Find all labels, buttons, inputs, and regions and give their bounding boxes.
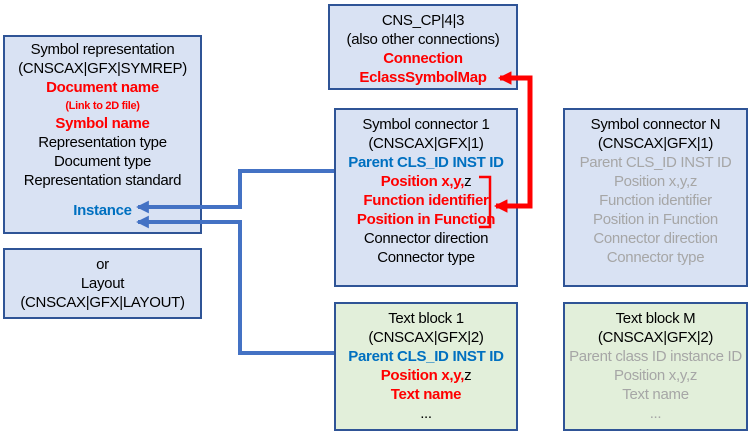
field-text: Function identifier (363, 192, 489, 209)
box-text-block-m: Text block M (CNSCAX|GFX|2) Parent class I… (563, 302, 748, 431)
field-text: Text block 1 (388, 310, 464, 327)
field-text: Connector direction (363, 230, 489, 247)
field-line: Position x,y,z (336, 366, 516, 385)
field-text: (CNSCAX|GFX|2) (597, 329, 714, 346)
field-line: Text name (565, 385, 746, 404)
field-text: Connector type (606, 249, 705, 266)
field-text: Position x,y, (380, 367, 465, 384)
field-line: Symbol name (5, 114, 200, 133)
field-line: Position x,y,z (565, 172, 746, 191)
box-symbol-connector-1: Symbol connector 1 (CNSCAX|GFX|1) Parent C… (334, 108, 518, 287)
field-line: Text block 1 (336, 309, 516, 328)
field-text: Symbol connector 1 (362, 116, 490, 133)
field-line: Parent CLS_ID INST ID (565, 153, 746, 172)
field-text: Text name (622, 386, 689, 403)
field-line: Text name (336, 385, 516, 404)
field-text: z (464, 367, 472, 384)
field-line: Layout (5, 274, 200, 293)
field-line: Position in Function (565, 210, 746, 229)
field-text: Parent CLS_ID INST ID (348, 154, 504, 171)
field-text: (CNSCAX|GFX|SYMREP) (18, 60, 187, 77)
field-text: Symbol name (55, 115, 150, 132)
field-line: Connector type (336, 248, 516, 267)
field-text: Symbol connector N (590, 116, 721, 133)
field-text: Parent class ID instance ID (569, 348, 742, 365)
field-text: Parent CLS_ID INST ID (579, 154, 732, 171)
field-text: (CNSCAX|GFX|1) (368, 135, 484, 152)
field-line: Connection (330, 49, 516, 68)
field-line: EclassSymbolMap (330, 68, 516, 87)
field-text: Representation type (38, 134, 167, 151)
field-line: Representation standard (5, 171, 200, 190)
box-symbol-connector-n: Symbol connector N (CNSCAX|GFX|1) Parent C… (563, 108, 748, 287)
box-cns-cp: CNS_CP|4|3 (also other connections) Connec… (328, 4, 518, 90)
field-line: Symbol connector 1 (336, 115, 516, 134)
field-text: Instance (73, 202, 132, 219)
field-line: Instance (5, 201, 200, 220)
field-text: Position x,y,z (613, 173, 698, 190)
field-text: Layout (80, 275, 125, 292)
field-text: (CNSCAX|GFX|2) (368, 329, 484, 346)
field-text: Parent CLS_ID INST ID (348, 348, 504, 365)
field-text: Representation standard (23, 172, 182, 189)
field-line: Position x,y,z (336, 172, 516, 191)
field-text: (Link to 2D file) (65, 100, 140, 112)
field-line: Document name (5, 78, 200, 97)
field-text: Text name (390, 386, 462, 403)
field-text: Connector direction (593, 230, 718, 247)
field-text: Document type (54, 153, 151, 170)
field-line: Document type (5, 152, 200, 171)
field-line: Function identifier (336, 191, 516, 210)
field-text: ... (649, 405, 662, 422)
field-text: z (464, 173, 472, 190)
field-line: (CNSCAX|GFX|2) (565, 328, 746, 347)
field-text: (also other connections) (346, 31, 500, 48)
field-line: or (5, 255, 200, 274)
field-line: (also other connections) (330, 30, 516, 49)
field-text: CNS_CP|4|3 (381, 12, 465, 29)
field-line: Parent class ID instance ID (565, 347, 746, 366)
field-text: Function identifier (599, 192, 712, 209)
field-line: (Link to 2D file) (5, 97, 200, 114)
field-text: Document name (46, 79, 159, 96)
field-text: Connection (383, 50, 463, 67)
field-text: ... (420, 405, 432, 422)
field-text: EclassSymbolMap (359, 69, 487, 86)
box-text-block-1: Text block 1 (CNSCAX|GFX|2) Parent CLS_ID … (334, 302, 518, 431)
field-text: Connector type (377, 249, 475, 266)
field-text: Symbol representation (30, 41, 175, 58)
field-line: Connector direction (336, 229, 516, 248)
field-text: Position x,y, (380, 173, 465, 190)
field-text: Position in Function (593, 211, 718, 228)
field-text: Position in Function (356, 211, 496, 228)
field-line: Text block M (565, 309, 746, 328)
field-line: Symbol connector N (565, 115, 746, 134)
field-line: Parent CLS_ID INST ID (336, 153, 516, 172)
field-line: (CNSCAX|GFX|1) (336, 134, 516, 153)
field-line: Parent CLS_ID INST ID (336, 347, 516, 366)
field-line: Symbol representation (5, 40, 200, 59)
field-text: or (96, 256, 109, 273)
field-line: (CNSCAX|GFX|LAYOUT) (5, 293, 200, 312)
field-line: (CNSCAX|GFX|SYMREP) (5, 59, 200, 78)
field-line: Connector direction (565, 229, 746, 248)
field-text: (CNSCAX|GFX|1) (597, 135, 714, 152)
box-symbol-representation: Symbol representation (CNSCAX|GFX|SYMREP)… (3, 35, 202, 234)
field-line: Position x,y,z (565, 366, 746, 385)
field-line: CNS_CP|4|3 (330, 11, 516, 30)
field-line: Function identifier (565, 191, 746, 210)
field-line: Position in Function (336, 210, 516, 229)
field-line: ... (565, 404, 746, 423)
field-line: Representation type (5, 133, 200, 152)
field-line: (CNSCAX|GFX|2) (336, 328, 516, 347)
field-text: Position x,y,z (613, 367, 698, 384)
field-line: (CNSCAX|GFX|1) (565, 134, 746, 153)
field-line: ... (336, 404, 516, 423)
field-text: (CNSCAX|GFX|LAYOUT) (20, 294, 185, 311)
spacer (5, 190, 200, 201)
field-text: Text block M (615, 310, 696, 327)
field-line: Connector type (565, 248, 746, 267)
